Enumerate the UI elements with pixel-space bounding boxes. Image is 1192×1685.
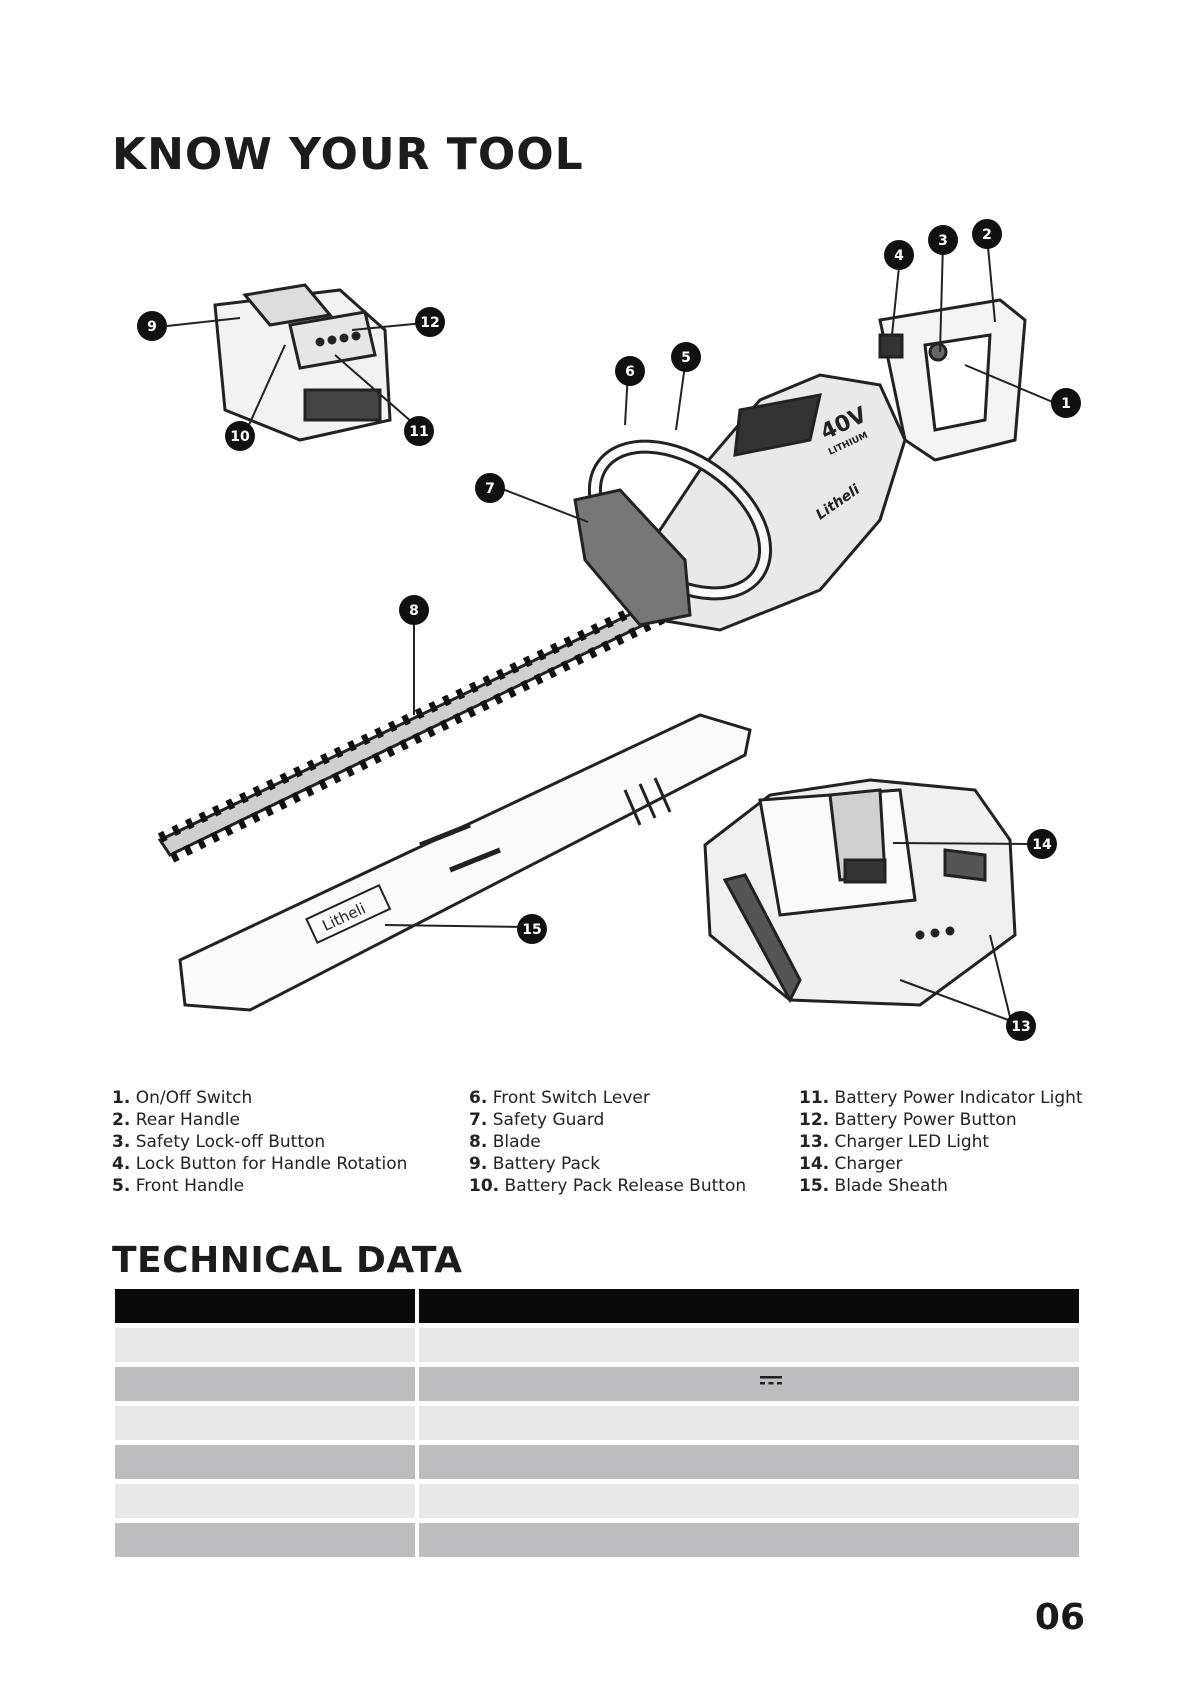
page-title: KNOW YOUR TOOL (112, 129, 584, 180)
svg-text:2: 2 (982, 227, 992, 243)
part-item: 8. Blade (469, 1132, 541, 1152)
table-cell (115, 1523, 415, 1557)
svg-text:12: 12 (420, 315, 439, 331)
table-cell (115, 1328, 415, 1362)
svg-text:5: 5 (681, 350, 691, 366)
table-cell (115, 1484, 415, 1518)
part-item: 3. Safety Lock-off Button (112, 1132, 326, 1152)
svg-text:15: 15 (522, 922, 541, 938)
callout-10: 10 (225, 421, 255, 451)
svg-text:7: 7 (485, 481, 495, 497)
table-cell (115, 1367, 415, 1401)
callout-14: 14 (1027, 829, 1057, 859)
part-item: 5. Front Handle (112, 1176, 245, 1196)
table-cell (115, 1406, 415, 1440)
callout-6: 6 (615, 356, 645, 386)
part-item: 6. Front Switch Lever (469, 1088, 650, 1108)
part-item: 15. Blade Sheath (799, 1176, 948, 1196)
table-row (115, 1406, 1079, 1440)
blade-sheath-drawing: Litheli (178, 713, 752, 1012)
callout-7: 7 (475, 473, 505, 503)
parts-list-col2: 6. Front Switch Lever 7. Safety Guard 8.… (469, 1087, 746, 1197)
callout-9: 9 (137, 311, 167, 341)
trimmer-body-drawing (573, 298, 1027, 632)
table-cell (419, 1484, 1079, 1518)
table-row (115, 1328, 1079, 1362)
part-item: 1. On/Off Switch (112, 1088, 253, 1108)
callout-11: 11 (404, 416, 434, 446)
technical-data-table (115, 1289, 1079, 1562)
part-item: 9. Battery Pack (469, 1154, 601, 1174)
callout-8: 8 (399, 595, 429, 625)
table-header-cell (115, 1289, 415, 1323)
table-cell (419, 1445, 1079, 1479)
table-row (115, 1445, 1079, 1479)
parts-list-col1: 1. On/Off Switch 2. Rear Handle 3. Safet… (112, 1087, 407, 1197)
svg-text:6: 6 (625, 364, 635, 380)
tool-illustration: 40V LITHIUM Litheli Litheli (137, 219, 1081, 1041)
callout-4: 4 (884, 240, 914, 270)
charger-drawing (703, 778, 1017, 1007)
callout-5: 5 (671, 342, 701, 372)
svg-text:10: 10 (230, 429, 250, 445)
table-row (115, 1367, 1079, 1401)
table-header-cell (419, 1289, 1079, 1323)
part-item: 2. Rear Handle (112, 1110, 240, 1130)
blade-drawing (157, 593, 673, 863)
svg-text:9: 9 (147, 319, 157, 335)
table-cell (419, 1406, 1079, 1440)
table-cell (419, 1523, 1079, 1557)
svg-text:4: 4 (894, 248, 904, 264)
callout-3: 3 (928, 225, 958, 255)
callout-1: 1 (1051, 388, 1081, 418)
table-cell (115, 1445, 415, 1479)
technical-data-title: TECHNICAL DATA (112, 1240, 463, 1281)
dc-current-icon (760, 1376, 782, 1385)
page-number: 06 (1034, 1597, 1085, 1638)
table-cell (419, 1367, 1079, 1401)
part-item: 11. Battery Power Indicator Light (799, 1088, 1083, 1108)
part-item: 13. Charger LED Light (799, 1132, 990, 1152)
svg-text:11: 11 (409, 424, 428, 440)
table-row (115, 1523, 1079, 1557)
part-item: 7. Safety Guard (469, 1110, 605, 1130)
callout-2: 2 (972, 219, 1002, 249)
part-item: 14. Charger (799, 1154, 903, 1174)
callout-15: 15 (517, 914, 547, 944)
callout-badges: 9 12 10 11 1 2 3 4 6 5 7 8 14 13 15 (137, 219, 1081, 1041)
svg-text:3: 3 (938, 233, 948, 249)
parts-list-col3: 11. Battery Power Indicator Light 12. Ba… (799, 1087, 1083, 1197)
svg-text:13: 13 (1011, 1019, 1030, 1035)
callout-13: 13 (1006, 1011, 1036, 1041)
part-item: 4. Lock Button for Handle Rotation (112, 1154, 408, 1174)
svg-text:14: 14 (1032, 837, 1052, 853)
table-header-row (115, 1289, 1079, 1323)
callout-12: 12 (415, 307, 445, 337)
svg-text:8: 8 (409, 603, 419, 619)
part-item: 10. Battery Pack Release Button (469, 1176, 747, 1196)
part-item: 12. Battery Power Button (799, 1110, 1017, 1130)
svg-text:1: 1 (1061, 396, 1071, 412)
battery-pack-drawing (213, 283, 392, 442)
table-cell (419, 1328, 1079, 1362)
table-row (115, 1484, 1079, 1518)
